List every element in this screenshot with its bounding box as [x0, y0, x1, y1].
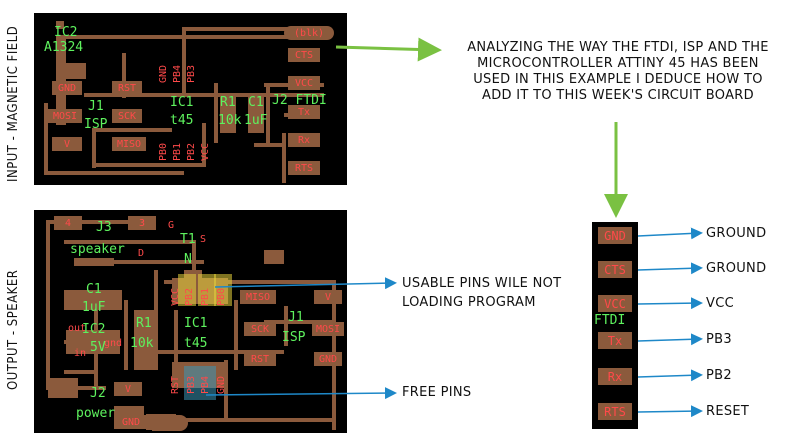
- arrow-ftdi-tx: [637, 333, 703, 346]
- pad-miso: MISO: [240, 290, 276, 304]
- ftdi-header: GND CTS VCC FTDI Tx Rx RTS: [592, 222, 638, 429]
- c1-label: C1: [86, 282, 102, 297]
- arrow-ftdi-gnd: [637, 227, 703, 240]
- r1-value: 10k: [218, 113, 242, 128]
- ftdi-pin-tx: Tx: [598, 332, 632, 349]
- pad-mosi: MOSI: [312, 322, 344, 336]
- pad-rst: RST: [244, 352, 276, 366]
- ic1-value: t45: [184, 336, 208, 351]
- usable-line: LOADING PROGRAM: [402, 295, 536, 310]
- small-label: D: [138, 248, 145, 259]
- c1-value: 1uF: [244, 113, 268, 128]
- ic2-label: IC2: [82, 322, 106, 337]
- ftdi-desc-rx: PB2: [706, 368, 732, 383]
- input-board: (blk) CTS VCC Tx Rx RTS GND MOSI V RST S…: [34, 13, 347, 185]
- pad-gnd: GND: [52, 81, 82, 95]
- ftdi-pin-rts: RTS: [598, 403, 632, 420]
- pad-rx: Rx: [288, 133, 320, 147]
- arrow-to-analysis: [335, 37, 442, 62]
- j1-label: J1: [88, 99, 104, 114]
- pad-sck: SCK: [112, 109, 142, 123]
- isp-label: ISP: [84, 117, 108, 132]
- pad-power-gnd: GND: [114, 415, 148, 429]
- small-label: in: [74, 348, 87, 359]
- r1-value: 10k: [130, 336, 154, 351]
- t1-type: N: [184, 252, 192, 267]
- arrow-ftdi-rx: [637, 369, 703, 382]
- usable-pins-note: USABLE PINS WILE NOT LOADING PROGRAM: [402, 274, 561, 312]
- pad-rts: RTS: [288, 161, 320, 175]
- a1324-label: A1324: [44, 40, 84, 55]
- arrow-ftdi-rts: [637, 405, 703, 418]
- t1-label: T1: [180, 232, 196, 247]
- analysis-line: ADD IT TO THIS WEEK'S CIRCUIT BOARD: [482, 88, 754, 103]
- pad-blk: (blk): [284, 26, 334, 40]
- c1-label: C1: [248, 95, 264, 110]
- isp-label: ISP: [282, 330, 306, 345]
- ftdi-pin-cts: CTS: [598, 261, 632, 278]
- ftdi-pin-rx: Rx: [598, 368, 632, 385]
- t45-label: t45: [170, 113, 194, 128]
- pad-power-v: V: [114, 382, 142, 396]
- ftdi-desc-tx: PB3: [706, 332, 732, 347]
- arrow-free-pins: [205, 387, 397, 400]
- ftdi-pin-vcc: VCC: [598, 295, 632, 312]
- small-label: out: [68, 323, 87, 334]
- ic1-label: IC1: [170, 95, 194, 110]
- pad-v: V: [52, 137, 82, 151]
- j3-label: J3: [96, 220, 112, 235]
- small-label: G: [168, 220, 175, 231]
- pad-sck: SCK: [244, 322, 276, 336]
- usable-pin-highlight: [178, 274, 196, 306]
- small-label: gnd: [104, 338, 123, 349]
- small-label: S: [200, 234, 207, 245]
- arrow-usable-pins: [214, 277, 397, 290]
- speaker-label: speaker: [70, 242, 125, 257]
- ftdi-label: FTDI: [594, 313, 626, 328]
- j2-label: J2: [90, 386, 106, 401]
- pad-v: V: [314, 290, 342, 304]
- usable-pin-highlight: [198, 274, 216, 306]
- pad-3: 3: [128, 216, 156, 230]
- output-board: 4 3 MISO V SCK MOSI RST GND V GND VCC PB…: [34, 210, 347, 433]
- pad-mosi: MOSI: [48, 109, 82, 123]
- analysis-line: USED IN THIS EXAMPLE I DEDUCE HOW TO: [473, 72, 763, 87]
- ic1-label: IC1: [184, 316, 208, 331]
- pad-4: 4: [54, 216, 82, 230]
- free-pins-note: FREE PINS: [402, 385, 472, 400]
- pad-vcc: VCC: [288, 76, 320, 90]
- pad-tx: Tx: [288, 105, 320, 119]
- ic2-label: IC2: [54, 25, 78, 40]
- ftdi-desc-rts: RESET: [706, 404, 750, 419]
- pad-rst: RST: [112, 81, 142, 95]
- arrow-ftdi-vcc: [637, 297, 703, 310]
- ftdi-desc-vcc: VCC: [706, 296, 734, 311]
- arrow-ftdi-cts: [637, 262, 703, 275]
- usable-line: USABLE PINS WILE NOT: [402, 276, 562, 291]
- j2-label: J2 FTDI: [272, 93, 327, 108]
- ftdi-desc-gnd: GROUND: [706, 226, 767, 241]
- analysis-line: ANALYZING THE WAY THE FTDI, ISP AND THE: [467, 40, 769, 55]
- power-label: power: [76, 406, 116, 421]
- pad-miso: MISO: [112, 137, 146, 151]
- pad-gnd: GND: [314, 352, 342, 366]
- ic2-value: 5V: [90, 340, 106, 355]
- ftdi-desc-cts: GROUND: [706, 261, 767, 276]
- ftdi-pin-gnd: GND: [598, 227, 632, 244]
- c1-value: 1uF: [82, 300, 106, 315]
- analysis-note: ANALYZING THE WAY THE FTDI, ISP AND THE …: [448, 40, 788, 104]
- r1-label: R1: [136, 316, 152, 331]
- pad-cts: CTS: [288, 48, 320, 62]
- analysis-line: MICROCONTROLLER ATTINY 45 HAS BEEN: [477, 56, 759, 71]
- r1-label: R1: [220, 95, 236, 110]
- j1-label: J1: [288, 310, 304, 325]
- usable-pin-highlight: [214, 274, 232, 306]
